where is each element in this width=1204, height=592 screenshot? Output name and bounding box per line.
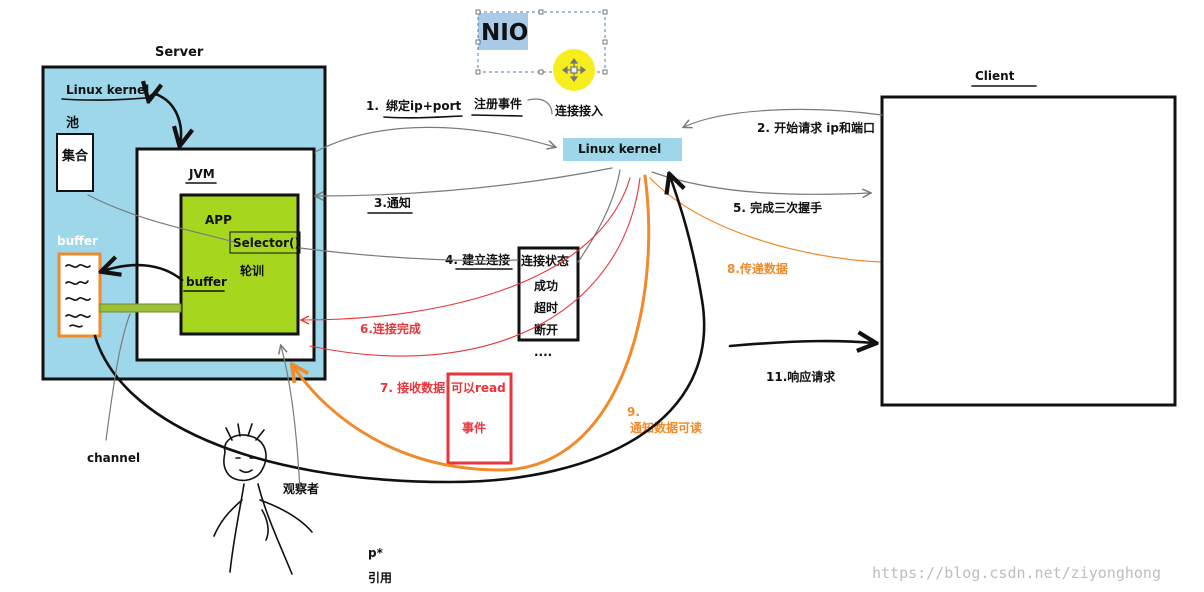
conn-status-title: 连接状态 [521,253,569,268]
channel-label: channel [87,451,140,465]
polling-label: 轮训 [240,263,264,278]
buffer-data-squiggles [65,264,91,328]
reference-label: 引用 [368,571,392,585]
selector-outline [229,231,301,254]
arrow-connection-complete [302,177,631,320]
arrow-jvm-to-network-kernel [314,126,555,153]
arrow-status-to-kernel [577,169,621,263]
arrow-receive-data [309,177,641,357]
network-kernel-box [563,138,682,161]
nio-title-highlight [478,13,528,50]
arrow-client-to-kernel [684,108,883,127]
pool-label: 池 [66,115,79,131]
step-3-label: 3.通知 [374,195,411,210]
handle-bottom-mid[interactable] [538,69,544,75]
client-box [880,95,1177,407]
nio-title: NIO [481,20,528,46]
pointer-label: p* [368,546,384,560]
nio-title-group[interactable]: NIO [475,9,608,91]
arrow-jvm-buffer-to-server-buffer [103,265,184,282]
app-box [179,193,300,336]
conn-status-box [517,246,580,342]
arrow-notify-readable [293,174,651,472]
handle-mid-left[interactable] [475,39,481,45]
selection-handles[interactable] [475,9,608,75]
arrow-channel-pointer [105,313,131,441]
channel-bar [99,303,182,313]
conn-status-success: 成功 [534,278,558,293]
step-1-register: 注册事件 [474,96,522,111]
step-1-accept: 连接接入 [555,103,603,118]
handle-top-mid[interactable] [538,9,544,15]
step-11-label: 11.响应请求 [766,369,836,384]
server-buffer-box [57,252,102,338]
handle-top-left[interactable] [475,9,481,15]
read-event-box [446,372,513,465]
arrow-kernel-notify-jvm [316,167,613,196]
jvm-buffer-label: buffer [186,275,227,289]
arrow-kernel-to-jvm [149,94,181,144]
read-event-line2: 事件 [462,420,486,435]
server-kernel-label: Linux kernel [66,83,149,97]
handle-bottom-left[interactable] [475,69,481,75]
handle-top-right[interactable] [602,9,608,15]
step-9-number: 9. [627,405,640,419]
handle-bottom-right[interactable] [602,69,608,75]
arrow-register-to-accept [527,98,553,115]
arrow-kernel-handshake-client [651,171,870,194]
client-label: Client [975,69,1015,83]
watermark: https://blog.csdn.net/ziyonghong [872,564,1161,582]
server-kernel-underline [61,97,147,101]
arrow-client-transfer-data [649,177,881,263]
jvm-label: JVM [188,167,215,181]
server-buffer-label: buffer [57,234,98,248]
server-label: Server [155,45,204,60]
arrow-buffer-to-kernel-loop [93,176,706,484]
arrow-selector-establish [299,247,519,262]
step-5-label: 5. 完成三次握手 [733,200,822,215]
step-1-number: 1. [366,99,379,113]
step-2-label: 2. 开始请求 ip和端口 [757,120,875,135]
step-9-label: 通知数据可读 [630,420,702,435]
network-kernel-label: Linux kernel [578,142,661,156]
arrow-set-to-selector [87,194,235,243]
step-7-label: 7. 接收数据 [380,380,445,395]
move-handle[interactable] [553,49,595,91]
arrow-respond-client [728,341,874,346]
conn-status-disconnect: 断开 [534,322,558,337]
conn-status-timeout: 超时 [533,300,558,315]
arrow-observer-to-jvm [281,346,301,491]
read-event-line1: 可以read [451,381,506,395]
step-1-bind: 绑定ip+port [386,98,462,113]
conn-status-more: .... [534,345,552,359]
set-box [56,133,94,192]
step-6-label: 6.连接完成 [360,321,421,336]
handle-mid-right[interactable] [602,39,608,45]
step-1-bind-underline [383,115,463,119]
step-4-label: 4. 建立连接 [445,252,510,267]
app-label: APP [205,213,232,227]
move-icon[interactable] [562,58,586,82]
step-8-label: 8.传递数据 [727,261,788,276]
observer-label: 观察者 [283,481,319,496]
observer-figure [213,423,313,575]
set-label: 集合 [61,148,89,164]
step-1-register-underline [471,114,523,117]
selector-label: Selector() [233,236,300,250]
